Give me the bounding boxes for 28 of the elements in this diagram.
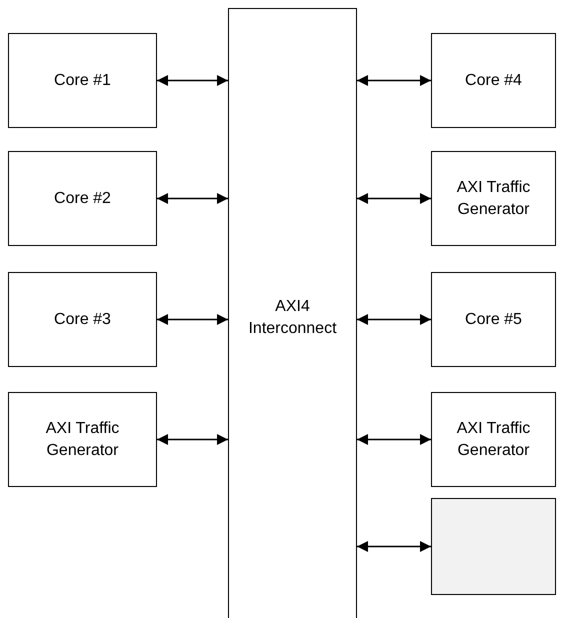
block-box: [8, 151, 157, 246]
block-label: AXI4 Interconnect: [247, 297, 338, 339]
block-label: AXI Traffic Generator: [456, 418, 532, 460]
double-arrow: [157, 75, 228, 86]
double-arrow: [157, 434, 228, 445]
block-label: AXI Traffic Generator: [456, 178, 532, 220]
double-arrow: [357, 434, 431, 445]
block-label: Core #2: [53, 188, 112, 208]
block-box: [431, 272, 556, 367]
double-arrow: [357, 541, 431, 552]
block-label: Core #5: [464, 310, 523, 330]
block-label: Core #3: [53, 310, 112, 330]
double-arrow: [157, 314, 228, 325]
block-box: [8, 392, 157, 487]
double-arrow: [157, 193, 228, 204]
block-box: [431, 392, 556, 487]
block-box: [431, 33, 556, 128]
block-label: Core #4: [464, 70, 523, 90]
double-arrow: [357, 193, 431, 204]
block-label: Core #1: [53, 70, 112, 90]
block-box: [8, 33, 157, 128]
double-arrow: [357, 314, 431, 325]
block-box: [431, 498, 556, 595]
block-box: [8, 272, 157, 367]
block-box: [431, 151, 556, 246]
block-label: AXI Traffic Generator: [44, 418, 120, 460]
double-arrow: [357, 75, 431, 86]
interconnect-box: [228, 8, 357, 618]
